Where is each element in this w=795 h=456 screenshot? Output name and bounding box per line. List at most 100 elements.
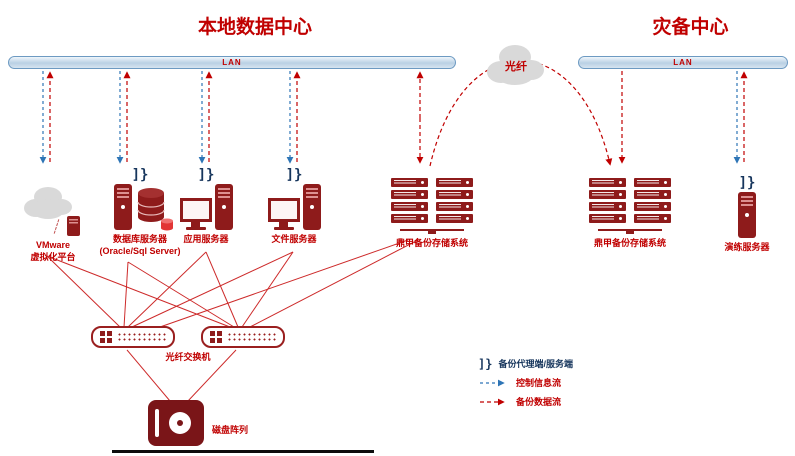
storage-brick (589, 214, 626, 223)
node-app-server: ]} 应用服务器 (164, 168, 248, 245)
switch-ports (210, 331, 222, 343)
node-label: 鼎甲备份存储系统 (593, 238, 666, 248)
monitor-icon (179, 198, 212, 230)
database-server-icon (113, 184, 173, 231)
backup-agent-icon: ]} (131, 167, 149, 183)
wan-label: 光纤 (505, 61, 527, 73)
legend-row-control: 控制信息流 (478, 375, 573, 390)
node-vmware: VMware 虚拟化平台 (8, 184, 98, 263)
storage-brick (436, 202, 473, 211)
storage-brick (436, 178, 473, 187)
san-link (249, 239, 419, 328)
node-disk-array: 磁盘阵列 (148, 400, 248, 446)
fiber-switch-icon (201, 326, 285, 348)
lan-bus-local: LAN (8, 56, 456, 69)
backup-agent-icon: ]} (738, 175, 756, 191)
slide-bottom-edge (112, 450, 374, 453)
backup-storage-icon (589, 178, 671, 234)
legend-row-data: 备份数据流 (478, 394, 573, 409)
db-cylinders-icon (136, 188, 165, 222)
storage-brick (436, 190, 473, 199)
wan-fiber-cloud: 光纤 (482, 40, 550, 92)
mini-db-cylinder-icon (160, 218, 173, 231)
storage-brick (391, 214, 428, 223)
app-server-icon (179, 184, 233, 230)
file-server-icon (267, 184, 321, 230)
legend-agent-label: 备份代理端/服务端 (498, 359, 573, 369)
san-link (131, 251, 294, 328)
legend-control-label: 控制信息流 (516, 378, 562, 388)
title-local-datacenter: 本地数据中心 (197, 17, 312, 38)
monitor-base (185, 227, 206, 230)
node-label: VMware 虚拟化平台 (30, 239, 75, 263)
node-label-line: VMware (35, 240, 70, 250)
disk-slot (155, 409, 159, 437)
storage-rack-column (436, 178, 473, 223)
storage-brick (391, 190, 428, 199)
node-label: 磁盘阵列 (212, 425, 249, 435)
node-backup-storage-local: 鼎甲备份存储系统 (382, 178, 482, 249)
san-link (126, 349, 171, 402)
server-tower-icon (214, 184, 233, 230)
monitor-stand (191, 222, 200, 227)
vmware-cloud-icon (20, 184, 86, 236)
backup-agent-icon: ]} (285, 167, 303, 183)
node-label-line: (Oracle/Sql Server) (99, 246, 181, 257)
server-tower-icon (113, 184, 132, 230)
storage-brick (634, 202, 671, 211)
switch-dots (117, 331, 166, 343)
cloud-icon (487, 45, 544, 85)
node-drill-server: ]} 演练服务器 (714, 176, 780, 253)
switch-dots (227, 331, 276, 343)
backup-agent-icon: ]} (197, 167, 215, 183)
server-tower-icon (738, 192, 756, 238)
san-link (205, 251, 239, 328)
mini-server-icon (67, 216, 80, 236)
backup-data-flow-lines (46, 60, 748, 167)
node-label: 光纤交换机 (165, 352, 211, 362)
node-backup-storage-dr: 鼎甲备份存储系统 (580, 178, 680, 249)
storage-brick (391, 202, 428, 211)
monitor-base (273, 227, 294, 230)
san-link (187, 349, 237, 402)
storage-brick (634, 190, 671, 199)
node-label: 演练服务器 (724, 242, 770, 252)
control-flow-lines (39, 71, 741, 164)
legend-row-agent: ]} 备份代理端/服务端 (478, 356, 573, 371)
monitor-stand (279, 222, 288, 227)
legend-data-label: 备份数据流 (516, 397, 562, 407)
node-label: 应用服务器 (183, 234, 229, 244)
node-label-line: 数据库服务器 (112, 234, 167, 244)
disk-array-icon (148, 400, 204, 446)
switch-ports (100, 331, 112, 343)
monitor-screen (179, 198, 212, 222)
monitor-icon (267, 198, 300, 230)
cloud-icon (24, 187, 72, 219)
control-flow-sample-arrow (480, 379, 505, 386)
legend: ]} 备份代理端/服务端 控制信息流 备份数据流 (478, 356, 573, 409)
storage-brick (634, 214, 671, 223)
lan-bus-dr: LAN (578, 56, 788, 69)
storage-base-link (598, 229, 662, 234)
storage-brick (634, 178, 671, 187)
storage-brick (436, 214, 473, 223)
storage-rack-column (634, 178, 671, 223)
node-fiber-switches: 光纤交换机 (86, 326, 290, 363)
fiber-switch-icon (91, 326, 175, 348)
backup-agent-icon: ]} (478, 356, 493, 371)
san-link (46, 255, 121, 328)
disk-hub (177, 420, 183, 426)
monitor-screen (267, 198, 300, 222)
lan-label: LAN (673, 58, 693, 67)
storage-rack-column (391, 178, 428, 223)
node-label: 文件服务器 (271, 234, 317, 244)
storage-brick (589, 190, 626, 199)
node-label-line: 虚拟化平台 (30, 252, 76, 263)
storage-brick (391, 178, 428, 187)
node-label: 数据库服务器 (Oracle/Sql Server) (99, 233, 180, 257)
lan-label: LAN (222, 58, 242, 67)
node-database-server: ]} 数据库服务器 (Oracle/Sql Server) (90, 168, 190, 257)
node-label: 鼎甲备份存储系统 (395, 238, 468, 248)
san-link (123, 261, 129, 328)
